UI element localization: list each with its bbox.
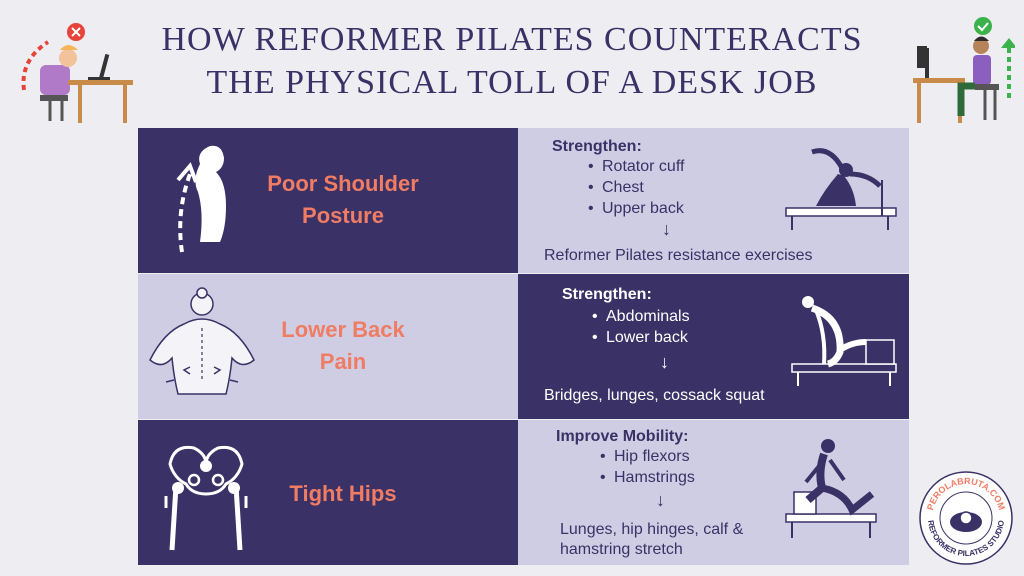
remedy-item: Rotator cuff [588, 156, 752, 177]
exercise-line-1: Bridges, lunges, cossack squat [544, 387, 765, 404]
reformer-stretch-illustration [785, 148, 897, 230]
remedy-item: Hip flexors [600, 446, 756, 467]
issue-title-line-1: Poor Shoulder [267, 171, 419, 196]
issue-title: Poor Shoulder Posture [248, 168, 438, 232]
issue-panel: Poor Shoulder Posture [138, 128, 574, 273]
issue-panel: Tight Hips [138, 420, 574, 565]
remedy-heading: Strengthen: [562, 286, 652, 303]
issue-panel: Lower Back Pain [138, 274, 574, 419]
title-line-2: THE PHYSICAL TOLL OF A DESK JOB [206, 64, 818, 101]
remedy-panel: Strengthen: Abdominals Lower back ↓ Brid… [518, 274, 909, 419]
check-badge-icon [974, 17, 992, 35]
down-arrow-icon: ↓ [656, 490, 665, 510]
remedy-heading: Strengthen: [552, 138, 642, 155]
issue-title-line-1: Lower Back [281, 317, 405, 342]
down-arrow-icon: ↓ [660, 352, 669, 372]
exercise-line-1: Lunges, hip hinges, calf & [560, 521, 744, 538]
reformer-bridge-illustration [791, 296, 897, 386]
remedy-panel: Strengthen: Rotator cuff Chest Upper bac… [518, 128, 909, 273]
exercise-text: Reformer Pilates resistance exercises [544, 247, 813, 265]
issue-title-line-2: Posture [302, 203, 384, 228]
page-title: HOW REFORMER PILATES COUNTERACTS THE PHY… [0, 18, 1024, 104]
remedy-list: Improve Mobility: Hip flexors Hamstrings… [556, 428, 756, 510]
issue-title-line-2: Pain [319, 349, 367, 374]
pelvis-icon [164, 445, 248, 551]
remedy-item: Upper back [588, 198, 752, 219]
issue-title-line-1: Tight Hips [289, 481, 397, 506]
title-line-1: HOW REFORMER PILATES COUNTERACTS [161, 21, 863, 58]
row-tight-hips: Tight Hips Improve Mobility: Hip flexors… [138, 420, 909, 565]
down-arrow-icon: ↓ [662, 219, 671, 239]
row-lower-back-pain: Lower Back Pain Strengthen: Abdominals L… [138, 274, 909, 419]
shoulder-posture-icon [176, 145, 226, 253]
lower-back-pain-icon [149, 287, 255, 395]
exercise-line-2: hamstring stretch [560, 541, 683, 558]
remedy-heading: Improve Mobility: [556, 428, 689, 445]
exercise-text: Bridges, lunges, cossack squat [544, 387, 765, 405]
remedy-item: Lower back [592, 327, 762, 348]
issue-title: Lower Back Pain [248, 314, 438, 378]
issue-title: Tight Hips [248, 478, 438, 510]
reformer-lunge-illustration [785, 439, 877, 538]
remedy-item: Abdominals [592, 306, 762, 327]
remedy-list: Strengthen: Rotator cuff Chest Upper bac… [552, 138, 752, 239]
studio-logo: PEROLABRUTA.COM REFORMER PILATES STUDIO [919, 471, 1013, 565]
remedy-item: Chest [588, 177, 752, 198]
exercise-line-1: Reformer Pilates resistance exercises [544, 247, 813, 264]
remedy-item: Hamstrings [600, 467, 756, 488]
exercise-text: Lunges, hip hinges, calf & hamstring str… [560, 520, 743, 560]
slouching-worker-illustration [21, 23, 133, 123]
upright-worker-illustration [913, 17, 1015, 123]
remedy-list: Strengthen: Abdominals Lower back ↓ [562, 286, 762, 372]
row-shoulder-posture: Poor Shoulder Posture Strengthen: Rotato… [138, 128, 909, 273]
remedy-panel: Improve Mobility: Hip flexors Hamstrings… [518, 420, 909, 565]
